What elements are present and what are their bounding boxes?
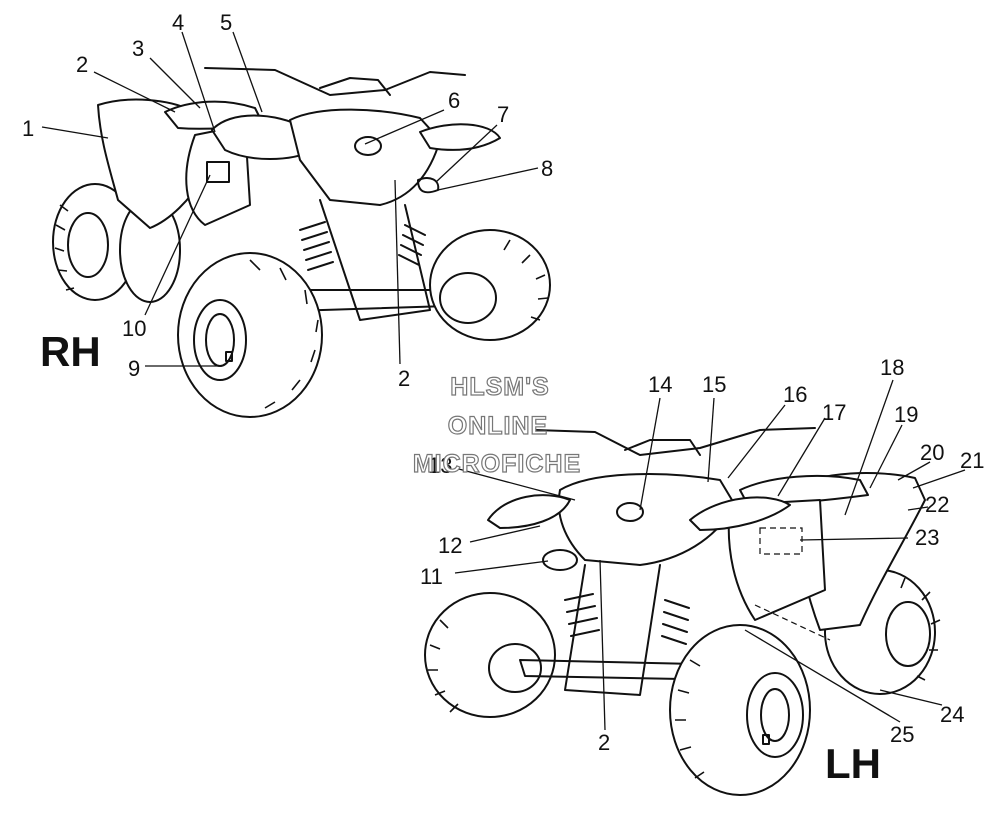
callout-14: 14 [648,372,672,397]
callout-1: 1 [22,116,34,141]
atv-lh-illustration [424,427,941,796]
view-label-rh: RH [40,328,101,375]
watermark: HLSM'S ONLINE MICROFICHE [412,372,581,478]
callout-21: 21 [960,448,984,473]
watermark-line-1: HLSM'S [450,373,549,401]
callout-24: 24 [940,702,964,727]
callout-16: 16 [783,382,807,407]
leader-lines [41,31,966,731]
callout-19: 19 [894,402,918,427]
atv-rh-illustration [52,67,551,418]
callout-6: 6 [448,88,460,113]
view-label-lh: LH [825,740,881,787]
callout-2-lh-lower: 2 [598,730,610,755]
callout-numbers: 1 2 3 4 5 6 7 8 9 10 2 11 12 13 14 15 16… [22,10,984,755]
callout-10: 10 [122,316,146,341]
callout-2-rh-lower: 2 [398,366,410,391]
watermark-line-2: ONLINE [448,412,548,440]
callout-4: 4 [172,10,184,35]
callout-18: 18 [880,355,904,380]
callout-11: 11 [420,564,443,589]
callout-8: 8 [541,156,553,181]
callout-15: 15 [702,372,726,397]
callout-9: 9 [128,356,140,381]
callout-5: 5 [220,10,232,35]
callout-25: 25 [890,722,914,747]
callout-12: 12 [438,533,462,558]
callout-13: 13 [428,453,452,478]
callout-3: 3 [132,36,144,61]
callout-23: 23 [915,525,939,550]
callout-2: 2 [76,52,88,77]
callout-7: 7 [497,102,509,127]
callout-22: 22 [925,492,949,517]
watermark-line-3: MICROFICHE [413,450,581,478]
callout-17: 17 [822,400,846,425]
callout-20: 20 [920,440,944,465]
